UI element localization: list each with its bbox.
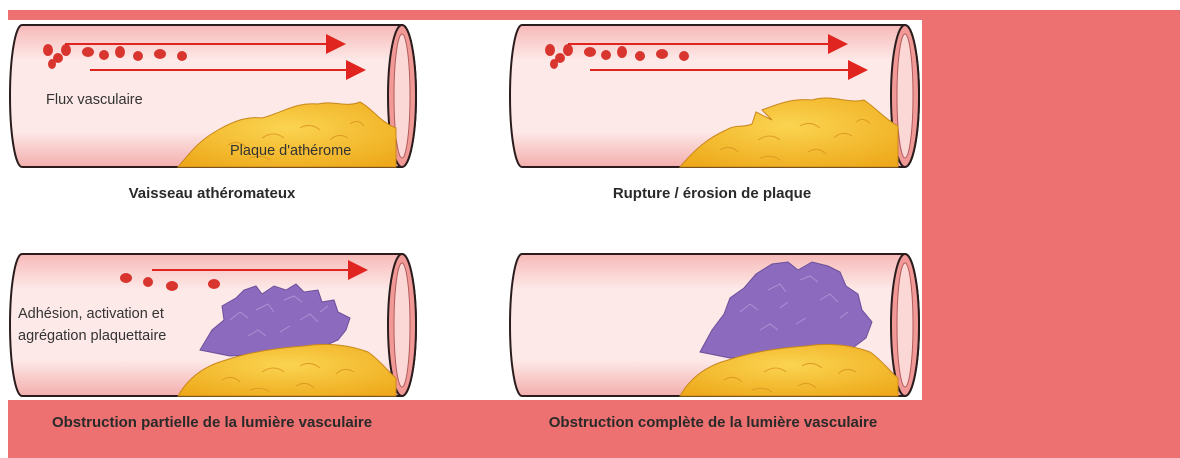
panel-plaque-rupture: Rupture / érosion de plaque bbox=[510, 25, 919, 202]
caption-plaque-rupture: Rupture / érosion de plaque bbox=[613, 185, 811, 202]
caption-atheromatous-vessel: Vaisseau athéromateux bbox=[129, 185, 296, 202]
label-vascular-flow: Flux vasculaire bbox=[46, 92, 143, 108]
label-platelet-line1: Adhésion, activation et bbox=[18, 306, 164, 322]
caption-partial-obstruction: Obstruction partielle de la lumière vasc… bbox=[52, 414, 372, 431]
label-platelet-line2: agrégation plaquettaire bbox=[18, 328, 166, 344]
panel-vessel-atheromatous: Flux vasculaire Plaque d'athérome Vaisse… bbox=[10, 25, 416, 202]
caption-complete-obstruction: Obstruction complète de la lumière vascu… bbox=[549, 414, 877, 431]
panel-partial-obstruction: Adhésion, activation et agrégation plaqu… bbox=[10, 254, 416, 431]
panel-complete-obstruction: Obstruction complète de la lumière vascu… bbox=[510, 254, 919, 431]
label-plaque: Plaque d'athérome bbox=[230, 143, 351, 159]
